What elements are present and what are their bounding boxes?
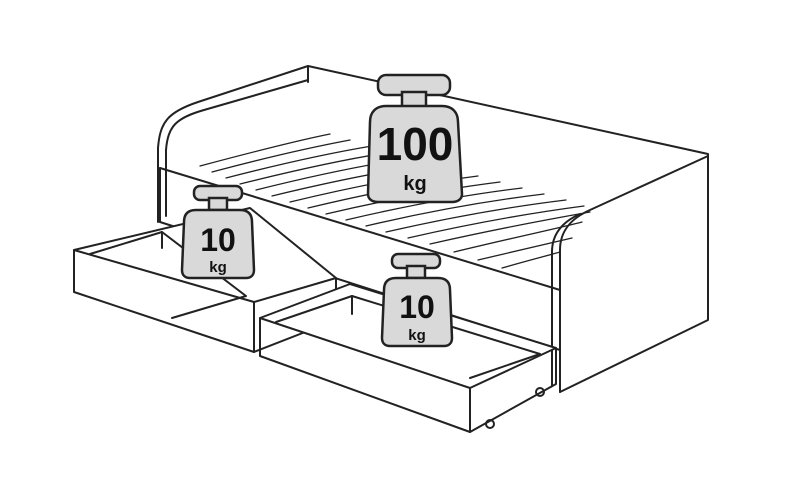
weight-10-right-unit: kg: [408, 327, 426, 344]
weight-10-right-value: 10: [399, 289, 435, 325]
weight-100-unit: kg: [403, 173, 426, 195]
weight-10-left-unit: kg: [209, 259, 227, 276]
bed-back-panel: [157, 65, 709, 159]
bed-right-footboard: [551, 155, 709, 393]
weight-100-value: 100: [377, 118, 454, 170]
weight-icon-10kg-right: 10 kg: [380, 252, 454, 348]
weight-icon-100kg: 100 kg: [366, 73, 464, 204]
weight-10-left-value: 10: [200, 222, 236, 258]
weight-icon-10kg-left: 10 kg: [180, 184, 256, 280]
bed-left-headboard: [157, 147, 167, 223]
